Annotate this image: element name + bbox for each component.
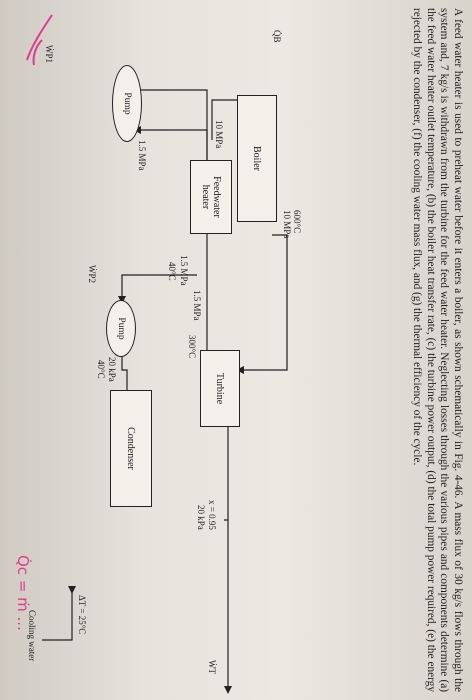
fwh-label-1: Feedwater <box>211 176 222 218</box>
label-turbine-exit-p: 20 kPa <box>196 505 206 530</box>
hp-pump-to-boiler-line <box>137 89 208 180</box>
turbine-box: Turbine <box>200 350 240 427</box>
label-q-b: Q̇B <box>272 30 282 43</box>
fwh-drain-line <box>121 274 197 300</box>
lp-pump-line <box>121 345 128 395</box>
label-turbine-inlet-t: 600°C <box>292 210 302 234</box>
cooling-water-line <box>42 590 73 641</box>
feedwater-heater-box: Feedwater heater <box>190 160 232 234</box>
condenser-box: Condenser <box>110 390 152 507</box>
hp-pump: Pump <box>112 65 142 142</box>
handwritten-note: Q̇c = ṁ ... <box>14 555 32 631</box>
label-cond-out-t: 40°C <box>96 360 106 379</box>
lp-pump: Pump <box>106 300 136 357</box>
label-extraction-p: 1.5 MPa <box>192 290 202 321</box>
label-w-t: ẆT <box>207 660 217 674</box>
label-w-p2: ẆP2 <box>87 265 97 283</box>
condenser-label: Condenser <box>125 427 137 470</box>
label-cooling-dt: ΔT = 25°C <box>77 595 87 635</box>
label-fwh-drain-t: 40°C <box>167 262 177 281</box>
label-extraction-t: 300°C <box>187 335 197 359</box>
lp-pump-label: Pump <box>116 317 126 340</box>
fwh-label-2: heater <box>200 184 211 210</box>
label-w-p1: ẆP1 <box>44 45 54 63</box>
pen-mark <box>26 14 53 66</box>
arrow <box>68 586 76 594</box>
label-boiler-inlet-p: 10 MPa <box>214 120 224 149</box>
label-hp-pump-inlet-p: 1.5 MPa <box>137 140 147 171</box>
label-turbine-inlet-p: 10 MPa <box>282 210 292 239</box>
boiler-label: Boiler <box>251 146 263 171</box>
turbine-label: Turbine <box>214 372 226 405</box>
extraction-line <box>202 229 224 361</box>
hp-pump-label: Pump <box>122 92 132 115</box>
label-fwh-drain-p: 1.5 MPa <box>179 255 189 286</box>
turbine-exhaust-line <box>224 420 229 690</box>
label-turbine-exit-x: x = 0.95 <box>207 500 217 530</box>
arrow <box>236 366 244 374</box>
boiler-box: Boiler <box>237 95 277 222</box>
arrow <box>224 686 232 694</box>
label-cond-out-p: 20 kPa <box>107 357 117 382</box>
main-steam-line <box>240 234 288 371</box>
